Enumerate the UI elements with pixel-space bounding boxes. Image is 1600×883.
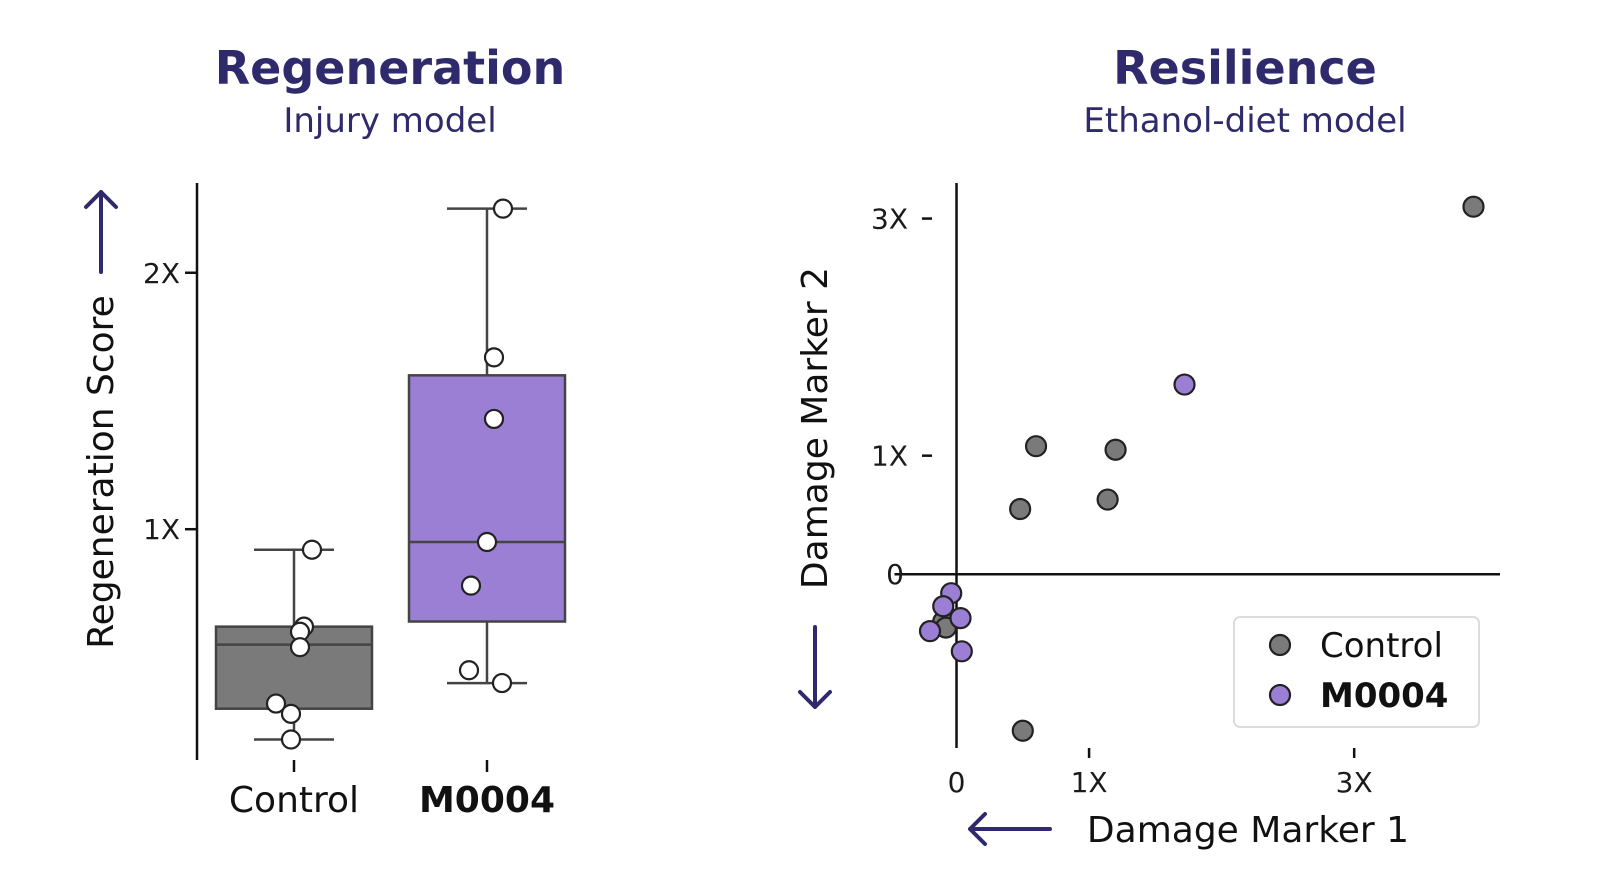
resilience-subtitle: Ethanol-diet model bbox=[1083, 101, 1406, 141]
data-point bbox=[460, 575, 482, 596]
y-tick-label: 2X bbox=[143, 257, 180, 290]
legend-label-m0004: M0004 bbox=[1320, 676, 1448, 716]
x-tick-label: 0 bbox=[948, 766, 966, 799]
data-point bbox=[483, 408, 505, 430]
resilience-x-label: Damage Marker 1 bbox=[1087, 810, 1409, 851]
data-point bbox=[280, 703, 302, 724]
legend-box bbox=[1233, 616, 1480, 728]
left-arrow-icon bbox=[968, 812, 1052, 846]
resilience-y-label: Damage Marker 2 bbox=[795, 267, 836, 589]
y-tick-label: 1X bbox=[143, 513, 180, 546]
data-point bbox=[289, 637, 311, 658]
legend-label-control: Control bbox=[1320, 626, 1443, 666]
point-control bbox=[1104, 438, 1127, 461]
point-control bbox=[1009, 497, 1032, 521]
point-m0004 bbox=[932, 595, 955, 618]
resilience-x-ticks: 0 1X 3X bbox=[948, 748, 1373, 799]
resilience-title: Resilience bbox=[1113, 41, 1377, 95]
legend-marker-control bbox=[1268, 633, 1292, 657]
regeneration-points bbox=[265, 198, 514, 750]
data-point bbox=[483, 347, 505, 368]
category-label: Control bbox=[229, 780, 359, 821]
x-tick-label: 1X bbox=[1071, 766, 1108, 799]
data-point bbox=[492, 198, 514, 219]
regeneration-categories: Control M0004 bbox=[229, 760, 555, 821]
regeneration-boxes bbox=[214, 207, 567, 741]
y-tick-label: 1X bbox=[871, 440, 908, 473]
regeneration-boxplot: 1X 2X Control M0004 Regeneration Score bbox=[81, 183, 567, 821]
data-point bbox=[476, 531, 498, 553]
resilience-y-ticks: 0 1X 3X bbox=[871, 203, 932, 591]
x-tick-label: 3X bbox=[1336, 766, 1373, 799]
regeneration-y-ticks: 1X 2X bbox=[143, 257, 197, 546]
resilience-points bbox=[918, 195, 1485, 742]
up-arrow-icon bbox=[84, 190, 118, 274]
point-control bbox=[1011, 719, 1034, 742]
resilience-scatter: 0 1X 3X 0 1X 3X Damage Marker 2 Damage Marke… bbox=[795, 183, 1500, 851]
data-point bbox=[491, 672, 513, 694]
data-point bbox=[265, 693, 287, 714]
data-point bbox=[458, 660, 480, 681]
down-arrow-icon bbox=[798, 625, 832, 709]
regeneration-y-label: Regeneration Score bbox=[81, 295, 122, 649]
data-point bbox=[301, 539, 323, 560]
regeneration-title: Regeneration bbox=[215, 41, 566, 95]
category-label: M0004 bbox=[419, 780, 555, 821]
y-tick-label: 3X bbox=[871, 203, 908, 236]
point-m0004 bbox=[1173, 373, 1196, 396]
y-tick-label: 0 bbox=[886, 558, 904, 591]
point-control bbox=[1024, 435, 1048, 458]
point-m0004 bbox=[949, 607, 972, 630]
legend-marker-m0004 bbox=[1268, 683, 1292, 707]
point-control bbox=[1096, 488, 1119, 511]
point-control bbox=[1462, 195, 1485, 218]
point-m0004 bbox=[950, 640, 973, 663]
regeneration-subtitle: Injury model bbox=[283, 101, 496, 141]
data-point bbox=[280, 729, 302, 750]
point-m0004 bbox=[918, 620, 942, 643]
